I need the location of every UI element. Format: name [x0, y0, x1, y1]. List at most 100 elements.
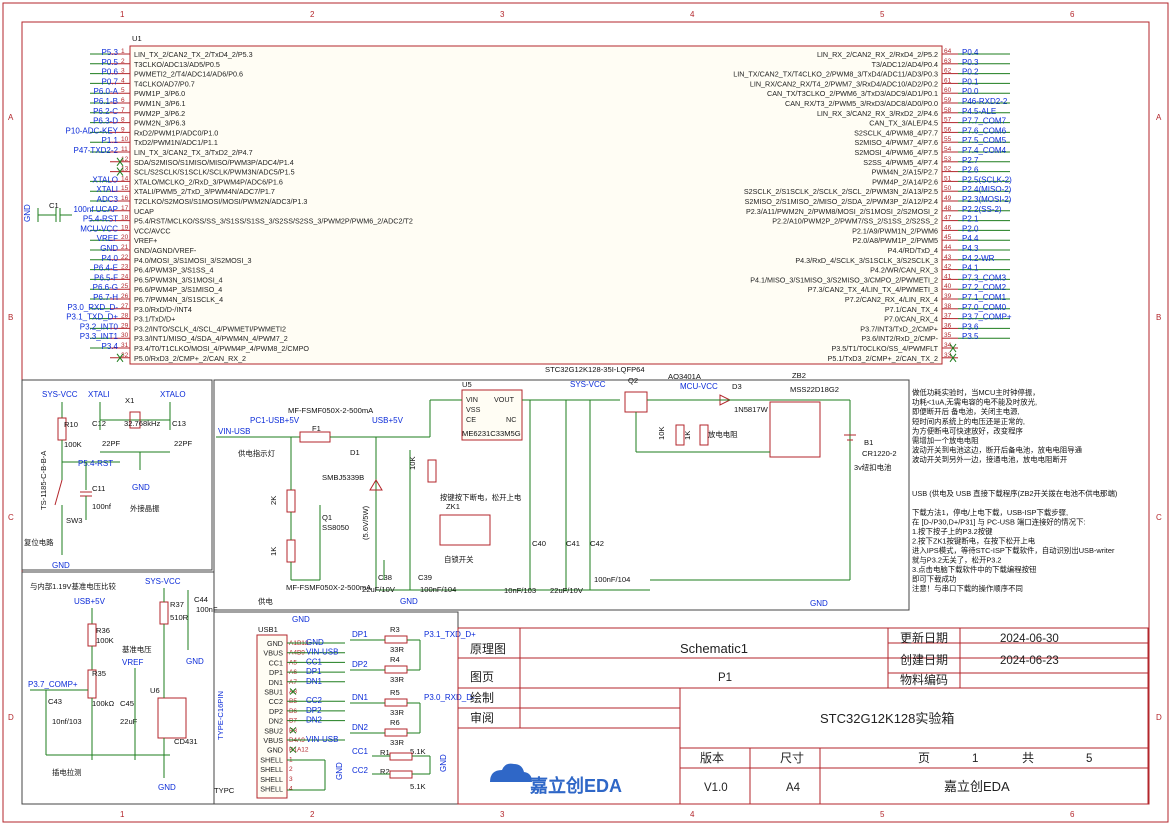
u1-left-pin-23: P6.4/PWM3P_3/S1SS_4 [134, 266, 214, 275]
c45-val: 22uF [120, 717, 138, 726]
dp1-net: DP1 [352, 630, 368, 639]
c45-ref: C45 [120, 699, 134, 708]
u1-right-net-58: P4.5-ALE [962, 107, 996, 116]
u1-left-net-16: ADC3 [97, 195, 119, 204]
usb-notes-block: USB (供电及 USB 直接下载程序(ZB2开关拨在电池不供电那端)下载方法1… [912, 489, 1117, 593]
p30-net: P3.0_RXD_D- [424, 693, 475, 702]
r35-val: 100kΩ [92, 699, 114, 708]
zk1-note: 按键按下断电，松开上电 [440, 493, 522, 502]
u1-left-pinnum-29: 29 [121, 322, 129, 329]
c42-val: 100nF/104 [594, 575, 630, 584]
u1-right-pinnum-49: 49 [944, 195, 952, 202]
r5-val: 33R [390, 708, 404, 717]
u1-right-net-49: P2.3(MOSI-2) [962, 195, 1012, 204]
note-line-1: 功耗<1uA,无需电容的电不能及时放光, [912, 398, 1037, 407]
note-line-6: 波动开关到电池这边，断开后备电池，放电电阻导通 [912, 446, 1083, 455]
crystal-circuit-label: 外接晶振 [130, 504, 160, 513]
material-label: 物料编码 [900, 672, 948, 687]
r4-ref: R4 [390, 655, 400, 664]
p37-net: P3.7_COMP+ [28, 680, 78, 689]
u1-right-net-41: P7.3_COM3 [962, 273, 1007, 282]
u1-right-pin-57: CAN_TX_3/ALE/P4.5 [869, 119, 938, 128]
usb1-body [256, 634, 288, 799]
u1-left-pinnum-23: 23 [121, 264, 129, 271]
u1-left-pinnum-30: 30 [121, 332, 129, 339]
u1-right-net-60: P0.0 [962, 87, 979, 96]
u5-vss: VSS [466, 405, 481, 414]
pc1usb-net: PC1-USB+5V [250, 416, 300, 425]
fuse-part: MF-FSMF050X-2-500mA [288, 406, 374, 415]
c38-val: 22uF/10V [362, 585, 396, 594]
u1-left-pin-10: TxD2/PWM1N/ADC1/P1.1 [134, 138, 218, 147]
u1-right-net-55: P7.5_COM5 [962, 136, 1007, 145]
u1-right-net-43: P4.2-WR [962, 254, 995, 263]
u1-left-pinnum-11: 11 [121, 146, 128, 153]
u1-right-net-61: P0.1 [962, 77, 979, 86]
sw3-ref: SW3 [66, 516, 82, 525]
u1-right-net-38: P7.0_COM0 [962, 303, 1007, 312]
d1-val: (5.6V/5W) [361, 505, 370, 540]
usb1-pin-name-7: DP2 [269, 707, 283, 716]
u1-left-net-22: P4.0 [102, 254, 119, 263]
frame-row-right-A: A [1156, 113, 1162, 122]
schematic-label: 原理图 [470, 642, 506, 656]
u1-right-net-62: P0.2 [962, 68, 979, 77]
u1-right-pin-36: P3.7/INT3/TxD_2/CMP+ [860, 324, 938, 333]
u1-right-pinnum-40: 40 [944, 283, 952, 290]
u1-right-pinnum-39: 39 [944, 293, 952, 300]
u1-left-net-7: P6.2-C [93, 107, 118, 116]
u1-left-net-26: P6.7-H [93, 293, 118, 302]
u1-right-pinnum-61: 61 [944, 77, 952, 84]
c1-gnd-label: GND [23, 204, 32, 222]
u1-right-pin-46: P2.1/A9/PWM1N_2/PWM6 [852, 226, 938, 235]
frame-row-B: B [8, 313, 13, 322]
u1-right-pin-62: LIN_TX/CAN2_TX/T4CLKO_2/PWM8_3/TxD4/ADC1… [733, 70, 938, 79]
u1-right-pinnum-60: 60 [944, 87, 952, 94]
size-label: 尺寸 [780, 751, 804, 765]
usb-note-line-5: 2.按下ZK1按键断电，在按下松开上电 [912, 537, 1036, 546]
r36-val: 100K [96, 636, 114, 645]
version-label: 版本 [700, 751, 724, 765]
frame-row-D: D [8, 713, 14, 722]
u1-right-net-59: P46-RXD2-2 [962, 97, 1008, 106]
u1-right-net-57: P7.7_COM7 [962, 117, 1007, 126]
r10-ref: R10 [64, 420, 78, 429]
u1-left-net-17: 100nf UCAP [74, 205, 118, 214]
u1-left-net-15: XTALI [96, 185, 118, 194]
u1-right-pin-37: P7.0/CAN_RX_4 [884, 315, 938, 324]
u5-part: ME6231C33M5G [462, 429, 521, 438]
usb1-net-2: CC1 [306, 657, 323, 666]
dn2-net: DN2 [352, 723, 369, 732]
u1-left-pinnum-1: 1 [121, 48, 125, 55]
usb1-pin-name-2: CC1 [269, 658, 283, 667]
usb-note-line-8: 3.点击电脑下载软件中的下载编程按钮 [912, 565, 1037, 574]
usb1-pin-name-15: SHELL [260, 785, 283, 794]
u1-right-pinnum-53: 53 [944, 156, 952, 163]
mcuvcc-net: MCU-VCC [680, 382, 718, 391]
u1-right-net-37: P3.7_COMP+ [962, 313, 1012, 322]
usb-note-line-4: 1.按下按子上的P3.2按键 [912, 527, 993, 536]
u1-left-pinnum-32: 32 [121, 352, 129, 359]
u1-left-pinnum-22: 22 [121, 254, 129, 261]
r2k-val: 2K [269, 496, 278, 505]
u1-left-pinnum-13: 13 [121, 166, 129, 173]
cc1-net: CC1 [352, 747, 369, 756]
u1-right-pin-42: P4.2/WR/CAN_RX_3 [870, 266, 938, 275]
usb1-pin-name-14: SHELL [260, 775, 283, 784]
usb-note-line-9: 即可下载成功 [912, 575, 956, 584]
u1-right-pinnum-41: 41 [944, 273, 952, 280]
u1-right-net-56: P7.6_COM6 [962, 126, 1007, 135]
usb1-pin-name-10: VBUS [263, 736, 283, 745]
u1-right-pinnum-46: 46 [944, 224, 952, 231]
u1-left-pinnum-25: 25 [121, 283, 129, 290]
u1-left-pin-15: XTALI/PWM5_2/TxD_3/PWM4N/ADC7/P1.7 [134, 187, 275, 196]
u1-right-pin-41: P4.1/MISO_3/S1MISO_3/S2MISO_3/CMPO_2/PWM… [750, 275, 938, 284]
u1-left-net-1: P5.3 [102, 48, 119, 57]
u1-left-pin-30: P3.3/INT1/MISO_4/SDA_4/PWM4N_4/PWM7_2 [134, 334, 288, 343]
u1-right-pinnum-45: 45 [944, 234, 952, 241]
u1-right-pinnum-57: 57 [944, 117, 952, 124]
usb1-ref: USB1 [258, 625, 278, 634]
x1-val: 32.768kHz [124, 419, 161, 428]
zk1-ref: ZK1 [446, 502, 460, 511]
